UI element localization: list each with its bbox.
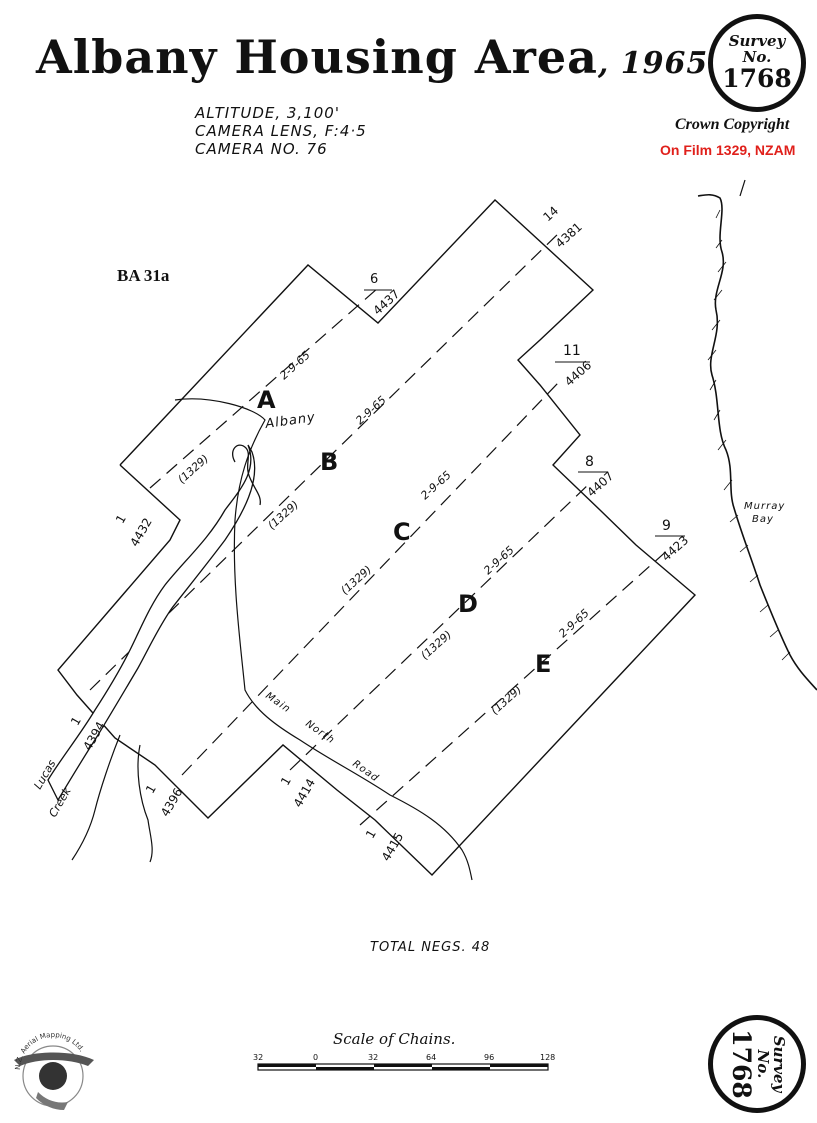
flight-line-c: [181, 382, 559, 776]
run-b-film: (1329): [265, 498, 301, 532]
run-b-end-frame: 4381: [553, 220, 585, 251]
badge-number: 1768: [722, 64, 792, 93]
label-road-north: North: [303, 718, 336, 746]
survey-badge-top: Survey No. 1768: [708, 14, 806, 112]
main-north-road: [174, 398, 473, 881]
camera-number-label: Camera No. 76: [195, 140, 328, 158]
run-d-letter: D: [458, 590, 478, 618]
copyright-label: Crown Copyright: [675, 116, 790, 133]
title-year: , 1965: [597, 46, 709, 81]
run-e-start-number: 1: [363, 827, 379, 841]
run-c-end-frame: 4406: [562, 358, 594, 389]
run-e-letter: E: [535, 650, 551, 678]
run-a-start-number: 1: [113, 512, 129, 526]
scale-tick-label: 64: [426, 1053, 437, 1062]
scale-bar-segment-4: [432, 1067, 490, 1070]
scale-tick-label: 32: [368, 1053, 379, 1062]
run-e-end-frame: 4423: [659, 533, 691, 564]
run-d-start-frame: 4414: [291, 776, 318, 809]
map-title: Albany Housing Area, 1965: [36, 30, 708, 84]
label-road-main: Main: [263, 690, 292, 715]
run-d-end-frame: 4407: [584, 469, 616, 500]
badge-survey-label: Survey: [770, 1035, 788, 1093]
scale-tick-label: 128: [540, 1053, 556, 1062]
nz-aerial-mapping-logo: N.Z. Aerial Mapping Ltd.: [14, 1031, 94, 1110]
run-d-film: (1329): [418, 628, 454, 662]
camera-lens-label: Camera Lens, F:4·5: [195, 122, 367, 140]
run-a-film: (1329): [175, 452, 211, 486]
run-a-date: 2-9-65: [277, 349, 312, 383]
ba-reference-label: BA 31a: [117, 266, 170, 285]
label-road-road: Road: [350, 758, 381, 784]
badge-survey-label: Survey: [728, 32, 786, 50]
scale-bar-segment-1: [258, 1064, 316, 1067]
logo-globe-icon: [39, 1062, 67, 1090]
badge-number: 1768: [727, 1029, 756, 1099]
run-c-letter: C: [393, 518, 411, 546]
scale-tick-label: 96: [484, 1053, 495, 1062]
scale-bar-segment-3: [374, 1064, 432, 1067]
label-creek: Creek: [46, 785, 74, 820]
run-e-end-number: 9: [662, 518, 671, 534]
lucas-creek: [47, 444, 256, 802]
run-e-date: 2-9-65: [556, 607, 591, 641]
run-d-start-number: 1: [278, 774, 294, 788]
run-a-end-number: 6: [370, 272, 378, 287]
coastline-tick: [739, 179, 746, 197]
scale-bar: [257, 1063, 549, 1071]
run-c-start-number: 1: [143, 782, 159, 796]
label-bay: Bay: [752, 514, 774, 525]
total-negatives-label: Total Negs. 48: [370, 940, 491, 955]
badge-no-label: No.: [754, 1049, 772, 1079]
coastline-hatching: [707, 209, 791, 661]
run-b-date: 2-9-65: [353, 394, 388, 428]
run-b-end-number: 14: [540, 204, 561, 225]
scale-bar-segment-5: [490, 1064, 548, 1067]
label-albany: Albany: [263, 410, 316, 432]
run-c-start-frame: 4396: [158, 786, 185, 819]
flight-line-e: [359, 547, 671, 826]
coverage-boundary: [57, 199, 697, 876]
flight-line-a: [149, 287, 379, 489]
run-b-start-number: 1: [68, 714, 84, 728]
logo-wings-icon: [14, 1052, 94, 1066]
film-reference-label: On Film 1329, NZAM: [660, 142, 796, 158]
survey-badge-bottom: Survey No. 1768: [708, 1015, 806, 1113]
flight-lines: [89, 231, 671, 826]
scale-tick-label: 32: [253, 1053, 264, 1062]
altitude-label: Altitude, 3,100': [195, 104, 340, 122]
run-a-letter: A: [257, 386, 276, 414]
coastline-murray-bay: [697, 193, 817, 691]
lucas-creek-lower: [71, 734, 153, 863]
run-a-start-frame: 4432: [127, 516, 154, 549]
title-text: Albany Housing Area: [36, 30, 598, 84]
creek-loop: [231, 444, 261, 506]
run-b-letter: B: [320, 448, 338, 476]
label-murray: Murray: [744, 501, 785, 512]
scale-title: Scale of Chains.: [333, 1030, 456, 1048]
run-c-end-number: 11: [563, 343, 581, 359]
run-d-date: 2-9-65: [481, 544, 516, 578]
scale-tick-label: 0: [313, 1053, 319, 1062]
flight-line-d: [289, 482, 591, 771]
run-d-end-number: 8: [585, 454, 594, 470]
badge-no-label: No.: [742, 48, 772, 66]
run-e-film: (1329): [488, 683, 524, 717]
logo-map-icon: [36, 1092, 68, 1110]
scale-bar-segment-2: [316, 1067, 374, 1070]
